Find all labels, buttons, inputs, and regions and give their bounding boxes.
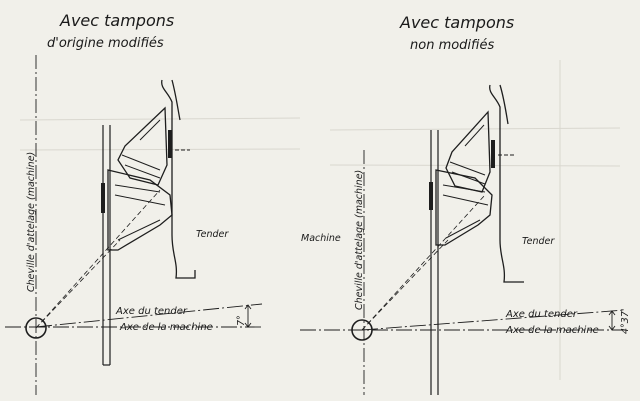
left-diagram: Avec tampons d'origine modifiés Cheville… <box>5 11 263 395</box>
right-title-line1: Avec tampons <box>399 13 514 32</box>
right-pin-label: Cheville d'attelage (machine) <box>354 170 365 310</box>
right-upper-buffer-plate <box>491 140 495 168</box>
left-machine-axis-label: Axe de la machine <box>119 322 213 333</box>
left-title-line1: Avec tampons <box>59 11 174 30</box>
right-tender-axis <box>361 309 626 331</box>
right-angle-label: 4°37' <box>620 309 631 335</box>
left-angle-label: 7° <box>236 315 247 326</box>
right-lower-buffer-plate <box>429 182 433 210</box>
left-lower-buffer <box>107 169 173 251</box>
right-lower-buffer <box>435 169 493 246</box>
left-tender-axis <box>35 303 263 328</box>
left-coupling-pin <box>25 317 47 339</box>
right-tender-axis-label: Axe du tender <box>505 309 578 320</box>
left-upper-buffer-plate <box>168 130 172 158</box>
left-tender-frame <box>161 79 196 279</box>
left-upper-buffer <box>117 106 168 186</box>
right-title-line2: non modifiés <box>410 38 494 53</box>
right-machine-label: Machine <box>301 233 341 244</box>
right-diagram: Avec tampons non modifiés Machine Chevil… <box>300 13 631 395</box>
right-machine-axis-label: Axe de la machine <box>505 325 599 336</box>
left-tender-label: Tender <box>196 229 229 240</box>
left-title-line2: d'origine modifiés <box>47 36 164 51</box>
left-pin-label: Cheville d'attelage (machine) <box>26 152 37 292</box>
page-texture <box>19 60 621 380</box>
right-tender-label: Tender <box>522 236 555 247</box>
left-tender-axis-label: Axe du tender <box>115 306 188 317</box>
left-lower-buffer-plate <box>101 183 105 213</box>
right-upper-buffer <box>445 110 491 193</box>
right-tender-frame <box>489 84 524 283</box>
